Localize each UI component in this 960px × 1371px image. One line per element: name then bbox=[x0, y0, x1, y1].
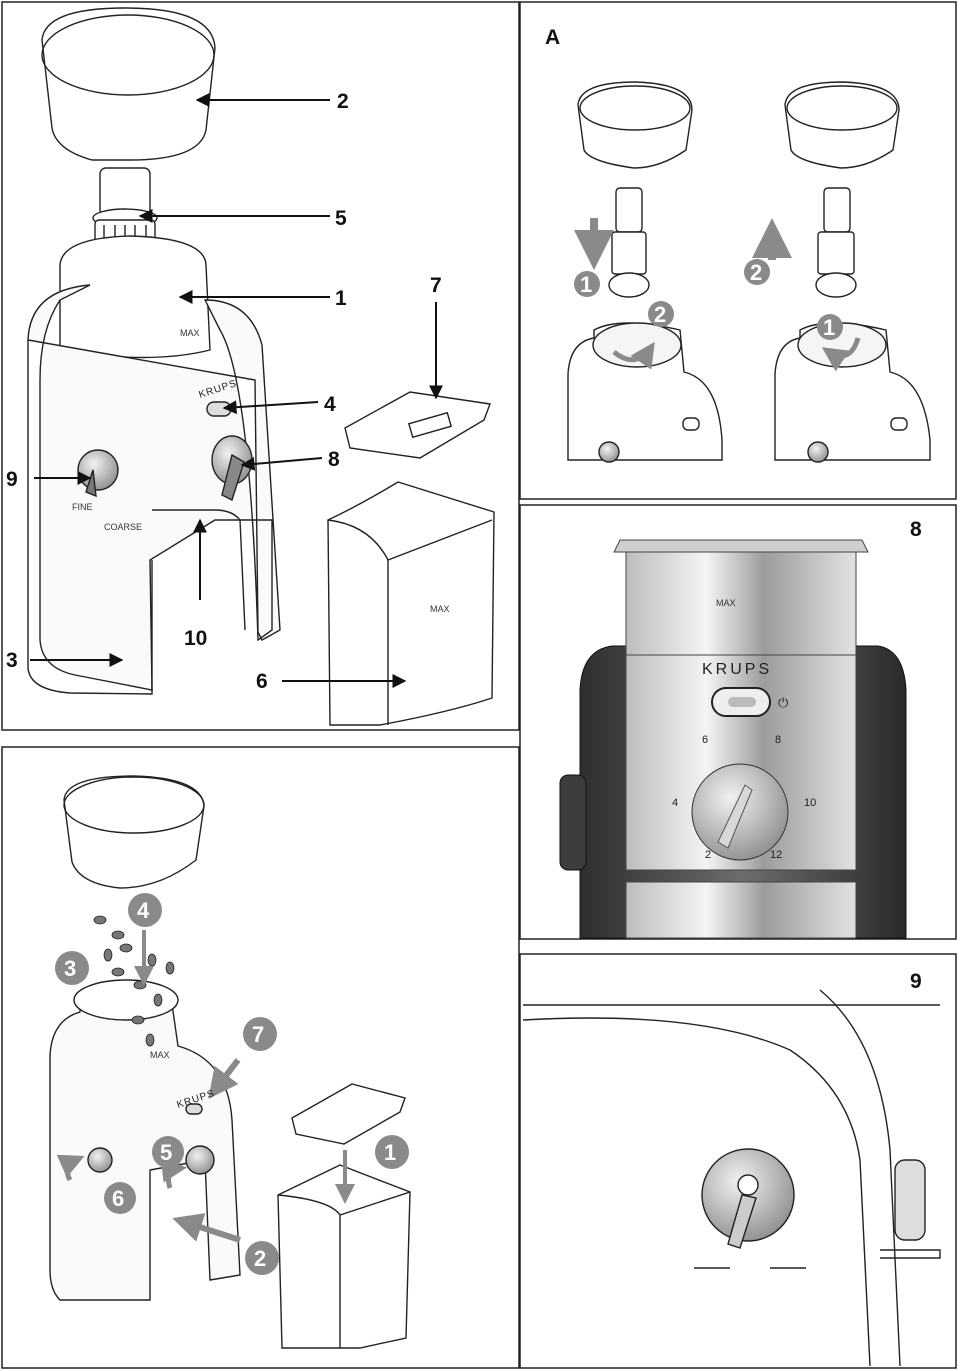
container-lid-7 bbox=[344, 391, 491, 459]
callout-8: 8 bbox=[328, 448, 340, 471]
overview-fine-label: FINE bbox=[72, 502, 93, 512]
ground-coffee-container-6 bbox=[327, 481, 495, 726]
u-step-3: 3 bbox=[64, 956, 76, 981]
panel-8-photo: ⏻ bbox=[559, 539, 907, 939]
housing-3 bbox=[27, 284, 281, 691]
panel-8-brand: KRUPS bbox=[702, 661, 772, 678]
panel-a-illustration bbox=[567, 81, 931, 463]
callout-3: 3 bbox=[6, 649, 18, 672]
a-rot-1: 1 bbox=[823, 315, 835, 340]
rotate-counterclockwise-arrow bbox=[821, 337, 861, 372]
panel-a-border bbox=[519, 1, 957, 500]
u-step-1: 1 bbox=[384, 1140, 396, 1165]
u-step-5-badge bbox=[152, 1136, 184, 1168]
a-step-2-badge bbox=[744, 259, 770, 285]
u-step-2: 2 bbox=[254, 1246, 266, 1271]
grind-size-dial-9 bbox=[77, 449, 119, 491]
dial-2: 2 bbox=[705, 849, 711, 861]
panel-9-border bbox=[519, 953, 957, 1369]
coffee-beans bbox=[93, 915, 175, 1047]
container-max-mark: MAX bbox=[430, 604, 450, 614]
panel-8-border bbox=[519, 504, 957, 940]
u-step-6-badge bbox=[104, 1182, 136, 1214]
usage-illustration bbox=[49, 775, 411, 1349]
panel-8-max: MAX bbox=[716, 598, 736, 608]
panel-9-title: 9 bbox=[910, 970, 922, 993]
panel-usage-border bbox=[1, 746, 520, 1369]
dial-4: 4 bbox=[672, 797, 678, 809]
svg-text:⏻: ⏻ bbox=[778, 696, 788, 711]
callout-10: 10 bbox=[184, 627, 207, 650]
u-step-7: 7 bbox=[252, 1022, 264, 1047]
callout-6: 6 bbox=[256, 670, 268, 693]
a-step-2: 2 bbox=[750, 260, 762, 285]
rotate-clockwise-arrow bbox=[612, 341, 655, 370]
a-rot-2: 2 bbox=[654, 302, 666, 327]
overview-coarse-label: COARSE bbox=[104, 522, 142, 532]
a-step-1-badge bbox=[574, 271, 600, 297]
u-step-5: 5 bbox=[160, 1140, 172, 1165]
u-step-4: 4 bbox=[137, 898, 150, 923]
callout-1: 1 bbox=[335, 287, 347, 310]
lid-rim bbox=[41, 14, 215, 96]
callout-4: 4 bbox=[324, 393, 336, 416]
dial-8: 8 bbox=[775, 734, 781, 746]
panel-9-illustration bbox=[522, 989, 941, 1367]
overview-max-mark: MAX bbox=[180, 328, 200, 338]
usage-max-mark: MAX bbox=[150, 1050, 170, 1060]
u-step-7-badge bbox=[243, 1017, 277, 1051]
dial-12: 12 bbox=[770, 849, 782, 861]
panel-8-title: 8 bbox=[910, 518, 922, 541]
u-step-3-badge bbox=[55, 951, 89, 985]
overview-grinder bbox=[27, 7, 281, 695]
u-step-1-badge bbox=[375, 1135, 409, 1169]
a-rot-1-badge bbox=[817, 314, 843, 340]
callout-2: 2 bbox=[337, 90, 349, 113]
a-step-1: 1 bbox=[580, 272, 592, 297]
callout-5: 5 bbox=[335, 207, 347, 230]
u-step-4-badge bbox=[128, 893, 162, 927]
panel-a-title: A bbox=[545, 26, 560, 49]
dial-10: 10 bbox=[804, 797, 816, 809]
a-rot-2-badge bbox=[648, 301, 674, 327]
callout-9: 9 bbox=[6, 468, 18, 491]
panel-overview-border bbox=[1, 1, 520, 731]
lid-2 bbox=[41, 7, 216, 161]
callout-7: 7 bbox=[430, 274, 442, 297]
power-button-4 bbox=[206, 401, 232, 417]
u-step-2-badge bbox=[245, 1241, 279, 1275]
dial-6: 6 bbox=[702, 734, 708, 746]
u-step-6: 6 bbox=[112, 1186, 124, 1211]
